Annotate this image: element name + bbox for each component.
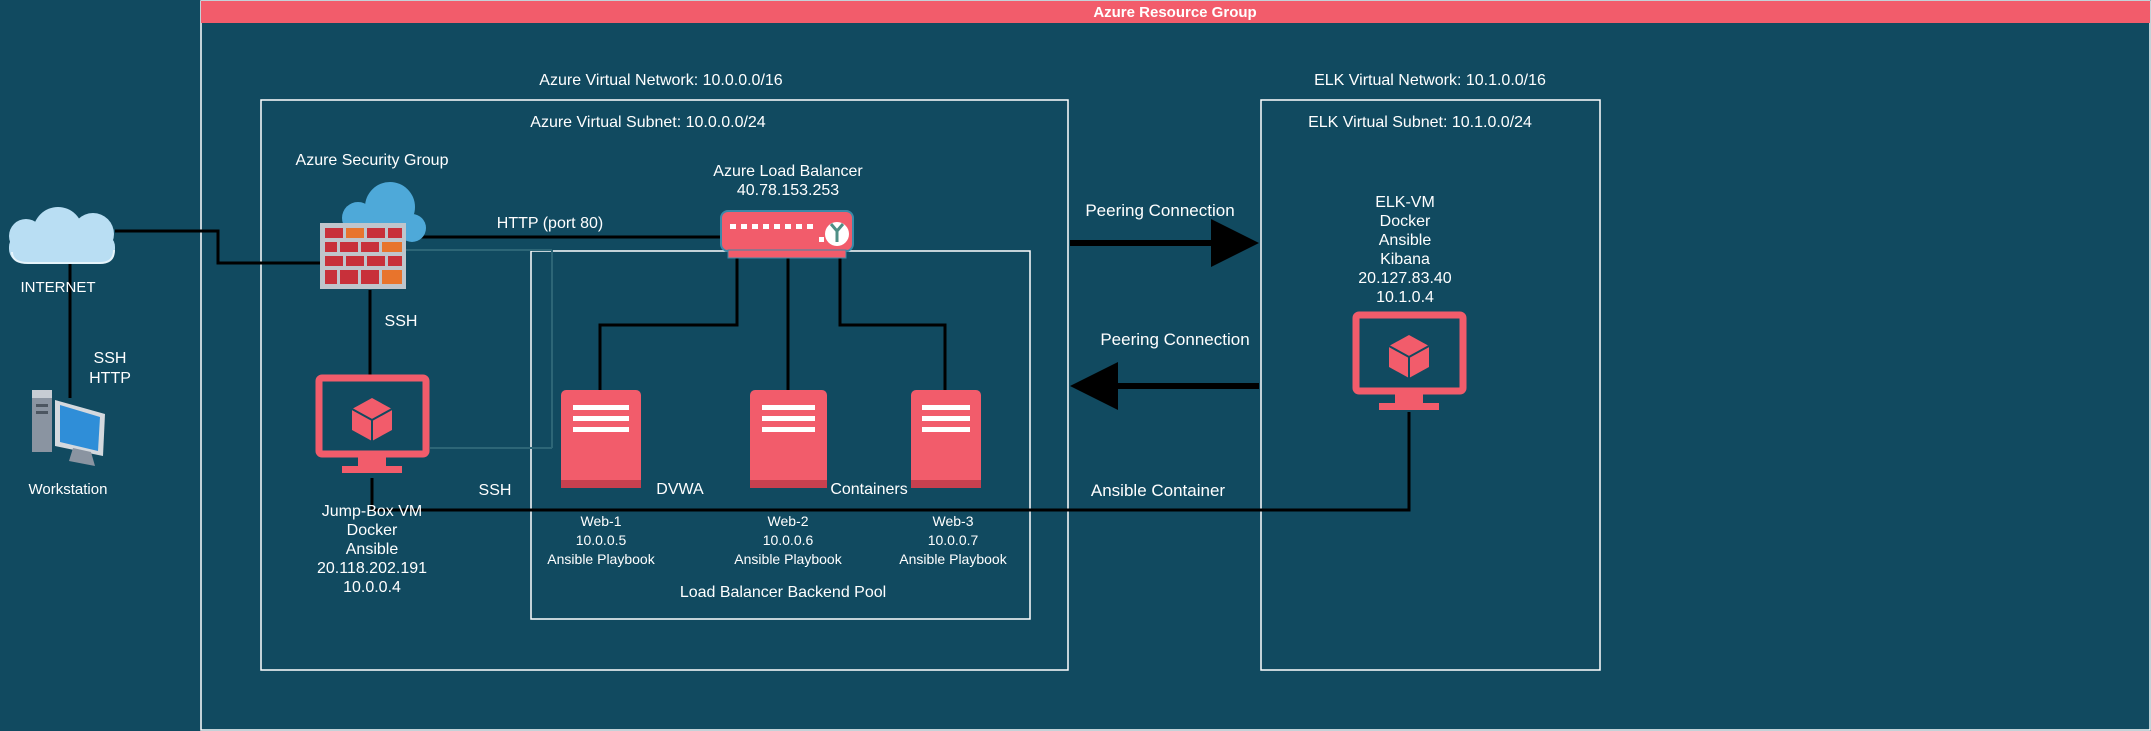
azure-vnet-label: Azure Virtual Network: 10.0.0.0/16 (539, 72, 782, 89)
peering-in-label: Peering Connection (1100, 330, 1249, 349)
web2-ip: 10.0.0.6 (763, 532, 814, 548)
faint-links (405, 249, 553, 449)
monitor-cube-icon (1352, 311, 1467, 410)
jumpbox-public-ip: 20.118.202.191 (317, 560, 427, 577)
workstation-icon (32, 390, 105, 466)
resource-group-container (200, 0, 2151, 731)
dvwa-label: DVWA (656, 481, 704, 498)
azure-subnet-box (260, 99, 1069, 671)
elk-vm-ansible: Ansible (1379, 232, 1432, 249)
jumpbox-private-ip: 10.0.0.4 (343, 579, 401, 596)
azure-subnet-label: Azure Virtual Subnet: 10.0.0.0/24 (530, 114, 766, 131)
connection-lines (68, 229, 1411, 512)
peering-out-label: Peering Connection (1085, 201, 1234, 220)
jumpbox-ansible: Ansible (346, 541, 399, 558)
containers-label: Containers (830, 481, 907, 498)
web3-name: Web-3 (933, 513, 974, 529)
web1-name: Web-1 (581, 513, 622, 529)
jumpbox-docker: Docker (347, 522, 398, 539)
server-icon (561, 390, 641, 488)
jumpbox-name: Jump-Box VM (322, 503, 422, 520)
backend-pool-label: Load Balancer Backend Pool (680, 584, 886, 601)
security-group-ssh-label: SSH (385, 313, 418, 330)
jumpbox-ssh-label: SSH (479, 482, 512, 499)
cloud-icon (9, 207, 115, 264)
internet-link-ssh: SSH (94, 350, 127, 367)
internet-link-http: HTTP (89, 370, 131, 387)
web3-ip: 10.0.0.7 (928, 532, 979, 548)
web2-name: Web-2 (768, 513, 809, 529)
server-icon (911, 390, 981, 488)
load-balancer-name: Azure Load Balancer (713, 163, 863, 180)
elk-vm-docker: Docker (1380, 213, 1431, 230)
load-balancer-icon (720, 210, 854, 259)
server-icon (750, 390, 827, 488)
web3-role: Ansible Playbook (899, 551, 1007, 567)
internet-to-security-group-line (115, 229, 322, 265)
elk-vm-kibana: Kibana (1380, 251, 1430, 268)
elk-vnet-label: ELK Virtual Network: 10.1.0.0/16 (1314, 72, 1546, 89)
lb-to-web3-line (838, 258, 947, 392)
lb-to-web1-line (598, 258, 739, 392)
elk-subnet-label: ELK Virtual Subnet: 10.1.0.0/24 (1308, 114, 1532, 131)
workstation-label: Workstation (29, 481, 108, 498)
http-link-label: HTTP (port 80) (497, 215, 603, 232)
elk-subnet-box (1260, 99, 1601, 671)
web2-role: Ansible Playbook (734, 551, 842, 567)
web1-ip: 10.0.0.5 (576, 532, 627, 548)
load-balancer-ip: 40.78.153.253 (737, 182, 839, 199)
internet-label: INTERNET (21, 279, 96, 296)
web1-role: Ansible Playbook (547, 551, 655, 567)
elk-vm-name: ELK-VM (1375, 194, 1435, 211)
security-group-label: Azure Security Group (296, 152, 449, 169)
elk-vm-private-ip: 10.1.0.4 (1376, 289, 1434, 306)
monitor-cube-icon (315, 374, 430, 473)
resource-group-header (201, 1, 2150, 23)
resource-group-title: Azure Resource Group (1093, 4, 1256, 21)
elk-vm-public-ip: 20.127.83.40 (1358, 270, 1452, 287)
ansible-container-label: Ansible Container (1091, 481, 1226, 500)
firewall-icon (320, 182, 426, 289)
ansible-container-line (370, 412, 1411, 512)
